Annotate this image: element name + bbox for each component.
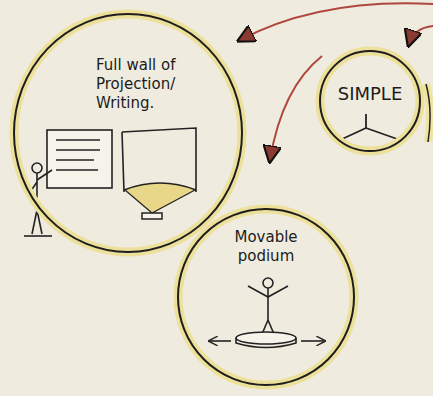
- whiteboard-sketch: [24, 130, 112, 236]
- idea-circle: Movable podium: [172, 203, 360, 391]
- circle-label: Full wall of Projection/ Writing.: [96, 56, 211, 112]
- idea-circle: Full wall of Projection/ Writing.: [8, 8, 248, 258]
- projector-sketch: [122, 128, 196, 219]
- circle-outline: [14, 14, 242, 252]
- simple-shape: [340, 114, 400, 140]
- podium-figure: [210, 278, 324, 348]
- circle-outline: [178, 209, 354, 385]
- text-area: SIMPLE: [324, 83, 416, 106]
- pointer-arrow: [240, 3, 433, 40]
- idea-circle: SIMPLE: [314, 45, 426, 157]
- partial-circle: [426, 84, 430, 142]
- pointer-arrow: [409, 26, 433, 44]
- circle-label: SIMPLE: [324, 83, 416, 106]
- text-area: Full wall of Projection/ Writing.: [96, 56, 211, 112]
- pointer-arrow: [270, 56, 322, 160]
- circle-outline: [320, 51, 420, 151]
- partial-circle: [426, 84, 430, 142]
- circle-outline: [178, 209, 354, 385]
- circle-label: Movable podium: [216, 228, 316, 266]
- circle-outline: [320, 51, 420, 151]
- circle-outline: [8, 8, 248, 258]
- pointer-arrows: [240, 3, 433, 160]
- circle-outline: [14, 14, 242, 252]
- text-area: Movable podium: [216, 228, 316, 266]
